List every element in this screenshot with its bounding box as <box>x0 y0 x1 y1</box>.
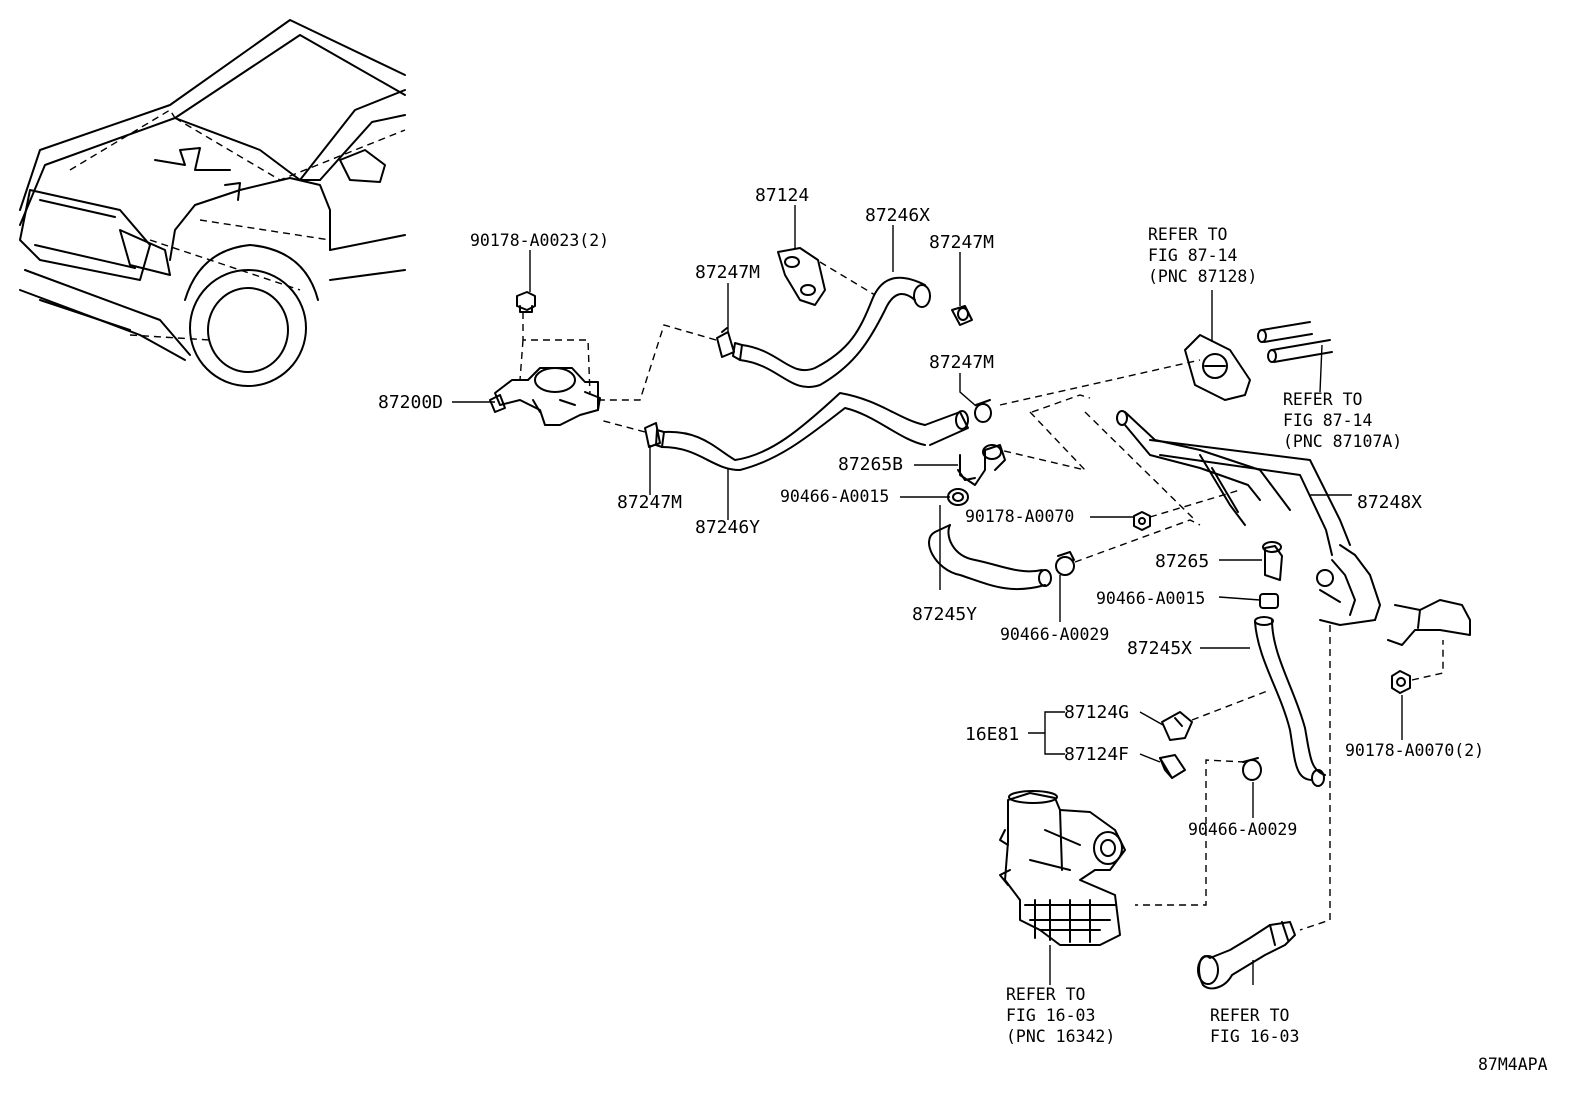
reference-87128: REFER TO FIG 87-14 (PNC 87128) <box>1148 225 1257 286</box>
water-pump-87200D <box>489 367 601 426</box>
ref-87128-line3: (PNC 87128) <box>1148 267 1257 286</box>
label-87248X: 87248X <box>1357 492 1422 513</box>
label-87124: 87124 <box>755 185 809 206</box>
label-90178-A0070-2: 90178-A0070(2) <box>1345 741 1484 760</box>
elbow-87265B <box>957 444 1006 486</box>
elbow-87265 <box>1262 541 1283 581</box>
pipes-87107A <box>1257 321 1333 363</box>
label-87246Y: 87246Y <box>695 517 760 538</box>
label-87124F: 87124F <box>1064 744 1129 765</box>
pipe-fitting-1603 <box>1197 921 1296 990</box>
reference-87107A: REFER TO FIG 87-14 (PNC 87107A) <box>1283 390 1402 451</box>
ref-16342-line3: (PNC 16342) <box>1006 1027 1115 1046</box>
clamp-90466-A0015-left <box>947 488 969 506</box>
hose-87245Y <box>928 524 1052 591</box>
label-90178-A0070: 90178-A0070 <box>965 507 1074 526</box>
clamp-small-right <box>1316 569 1334 587</box>
ref-87128-line2: FIG 87-14 <box>1148 246 1237 265</box>
figure-code: 87M4APA <box>1478 1055 1548 1074</box>
clip-87124G <box>1161 711 1193 741</box>
clamp-90466-A0015-right <box>1259 593 1279 609</box>
ref-87128-line1: REFER TO <box>1148 225 1227 244</box>
leader-lines <box>452 205 1403 985</box>
label-16E81: 16E81 <box>965 724 1019 745</box>
nut-90178-A0070 <box>1133 511 1151 531</box>
pipe-assembly-87248X <box>1116 410 1471 646</box>
clamp-87247M-a <box>716 327 735 358</box>
hose-87246Y <box>655 392 969 471</box>
label-90466-A0029-low: 90466-A0029 <box>1188 820 1297 839</box>
label-90466-A0015-left: 90466-A0015 <box>780 487 889 506</box>
label-87246X: 87246X <box>865 205 930 226</box>
label-87265B: 87265B <box>838 454 903 475</box>
ref-87107A-line2: FIG 87-14 <box>1283 411 1372 430</box>
vehicle-illustration <box>19 19 406 387</box>
hose-87245X <box>1254 616 1326 787</box>
ref-1603-line2: FIG 16-03 <box>1210 1027 1299 1046</box>
clamp-90466-A0029-low <box>1242 757 1262 781</box>
clamp-87247M-b <box>951 305 973 326</box>
label-87247M-bottom: 87247M <box>617 492 682 513</box>
part-labels: 87124 87246X 87247M 87247M 90178-A0023(2… <box>378 185 1484 839</box>
heater-unit-87128 <box>1184 334 1251 401</box>
nut-90178-A0023 <box>516 291 536 313</box>
reference-16342: REFER TO FIG 16-03 (PNC 16342) <box>1006 985 1115 1046</box>
engine-block-16342 <box>999 790 1126 946</box>
label-87124G: 87124G <box>1064 702 1129 723</box>
label-87245Y: 87245Y <box>912 604 977 625</box>
ref-16342-line2: FIG 16-03 <box>1006 1006 1095 1025</box>
clamp-87247M-c <box>644 422 661 448</box>
ref-87107A-line3: (PNC 87107A) <box>1283 432 1402 451</box>
nut-90178-A0070-2 <box>1391 670 1411 694</box>
label-90466-A0015-right: 90466-A0015 <box>1096 589 1205 608</box>
label-90178-A0023: 90178-A0023(2) <box>470 231 609 250</box>
label-90466-A0029-mid: 90466-A0029 <box>1000 625 1109 644</box>
label-87200D: 87200D <box>378 392 443 413</box>
label-87247M-top: 87247M <box>695 262 760 283</box>
reference-1603: REFER TO FIG 16-03 <box>1210 1006 1299 1046</box>
label-87247M-mid: 87247M <box>929 352 994 373</box>
ref-16342-line1: REFER TO <box>1006 985 1085 1004</box>
clamp-90466-A0029-mid <box>1055 551 1075 576</box>
clip-87124F <box>1159 754 1186 779</box>
ref-87107A-line1: REFER TO <box>1283 390 1362 409</box>
clamp-87247M-d <box>974 399 992 423</box>
label-87265: 87265 <box>1155 551 1209 572</box>
label-87247M-right: 87247M <box>929 232 994 253</box>
label-87245X: 87245X <box>1127 638 1192 659</box>
ref-1603-line1: REFER TO <box>1210 1006 1289 1025</box>
clip-87124 <box>777 247 826 306</box>
hose-87246X <box>732 276 931 388</box>
